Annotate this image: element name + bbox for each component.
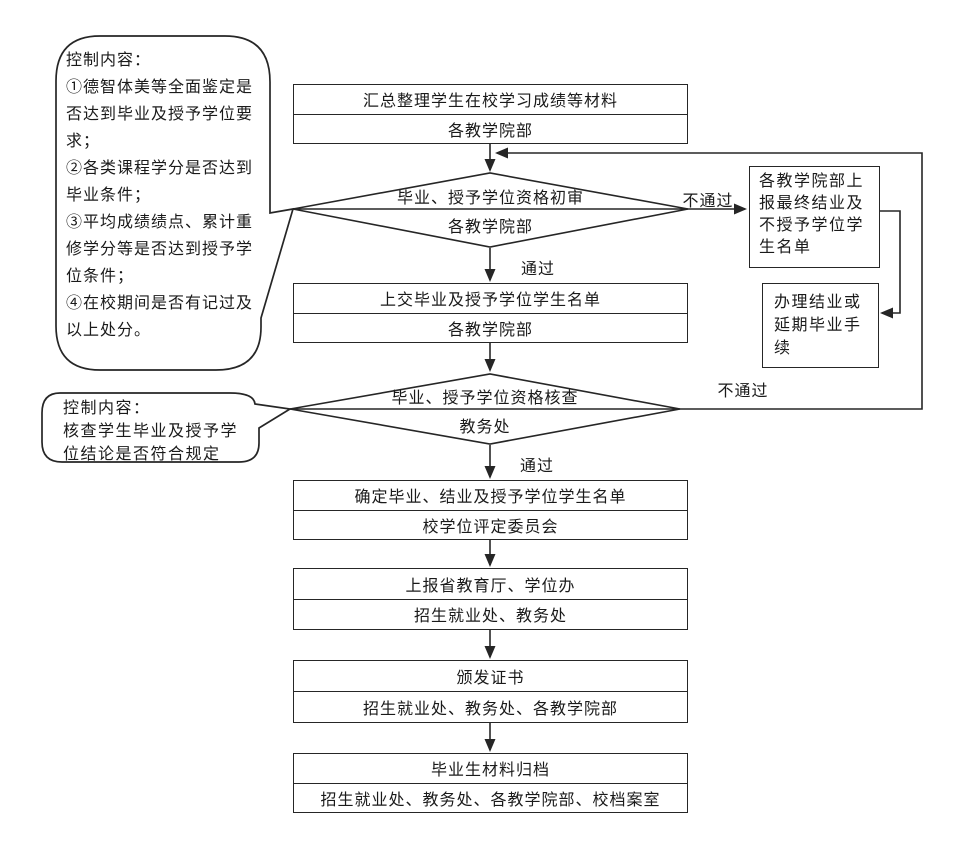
decision-verification-dept: 教务处 bbox=[459, 416, 511, 436]
annotation-initial-review-note: 控制内容： ①德智体美等全面鉴定是 否达到毕业及授予学位要 求； ②各类课程学分… bbox=[66, 50, 254, 339]
node-report-province: 上报省教育厅、学位办 招生就业处、教务处 bbox=[293, 568, 688, 630]
annotation-verification-note: 控制内容： 核查学生毕业及授予学 位结论是否符合规定 bbox=[63, 398, 239, 463]
node-completion-procedure: 办理结业或 延期毕业手 续 bbox=[762, 283, 879, 368]
arrow-verify-fail-feedback bbox=[495, 147, 923, 410]
node-archive: 毕业生材料归档 招生就业处、教务处、各教学院部、校档案室 bbox=[293, 753, 688, 813]
node-collect-dept: 各教学院部 bbox=[447, 120, 533, 140]
node-submit-title: 上交毕业及授予学位学生名单 bbox=[294, 284, 687, 314]
speech-bubble-initial-review bbox=[55, 35, 295, 371]
node-report-title: 上报省教育厅、学位办 bbox=[294, 569, 687, 600]
node-confirm-list: 确定毕业、结业及授予学位学生名单 校学位评定委员会 bbox=[293, 480, 688, 540]
node-collect-materials: 汇总整理学生在校学习成绩等材料 各教学院部 bbox=[293, 84, 688, 144]
node-confirm-dept: 校学位评定委员会 bbox=[422, 516, 559, 536]
node-archive-dept: 招生就业处、教务处、各教学院部、校档案室 bbox=[320, 789, 661, 809]
edge-label-initial-pass: 通过 bbox=[520, 259, 555, 278]
node-submit-dept: 各教学院部 bbox=[447, 319, 533, 339]
node-confirm-title: 确定毕业、结业及授予学位学生名单 bbox=[294, 481, 687, 511]
node-archive-title: 毕业生材料归档 bbox=[294, 754, 687, 784]
edge-label-verify-fail: 不通过 bbox=[717, 381, 769, 400]
node-issue-dept: 招生就业处、教务处、各教学院部 bbox=[362, 699, 618, 718]
decision-verification-title: 毕业、授予学位资格核查 bbox=[391, 388, 579, 407]
node-report-final-list: 各教学院部上 报最终结业及 不授予学位学 生名单 bbox=[749, 166, 880, 268]
arrow-report-final-to-procedure bbox=[879, 210, 901, 319]
speech-bubble-verification bbox=[41, 392, 293, 463]
edge-label-initial-fail: 不通过 bbox=[682, 191, 734, 210]
edge-label-verify-pass: 通过 bbox=[519, 456, 554, 475]
decision-initial-review-title: 毕业、授予学位资格初审 bbox=[396, 188, 584, 207]
node-report-dept: 招生就业处、教务处 bbox=[413, 606, 567, 626]
node-submit-list: 上交毕业及授予学位学生名单 各教学院部 bbox=[293, 283, 688, 343]
decision-initial-review-dept: 各教学院部 bbox=[447, 216, 533, 236]
node-issue-title: 颁发证书 bbox=[294, 661, 687, 692]
node-collect-title: 汇总整理学生在校学习成绩等材料 bbox=[294, 85, 687, 115]
node-issue-certificate: 颁发证书 招生就业处、教务处、各教学院部 bbox=[293, 660, 688, 723]
